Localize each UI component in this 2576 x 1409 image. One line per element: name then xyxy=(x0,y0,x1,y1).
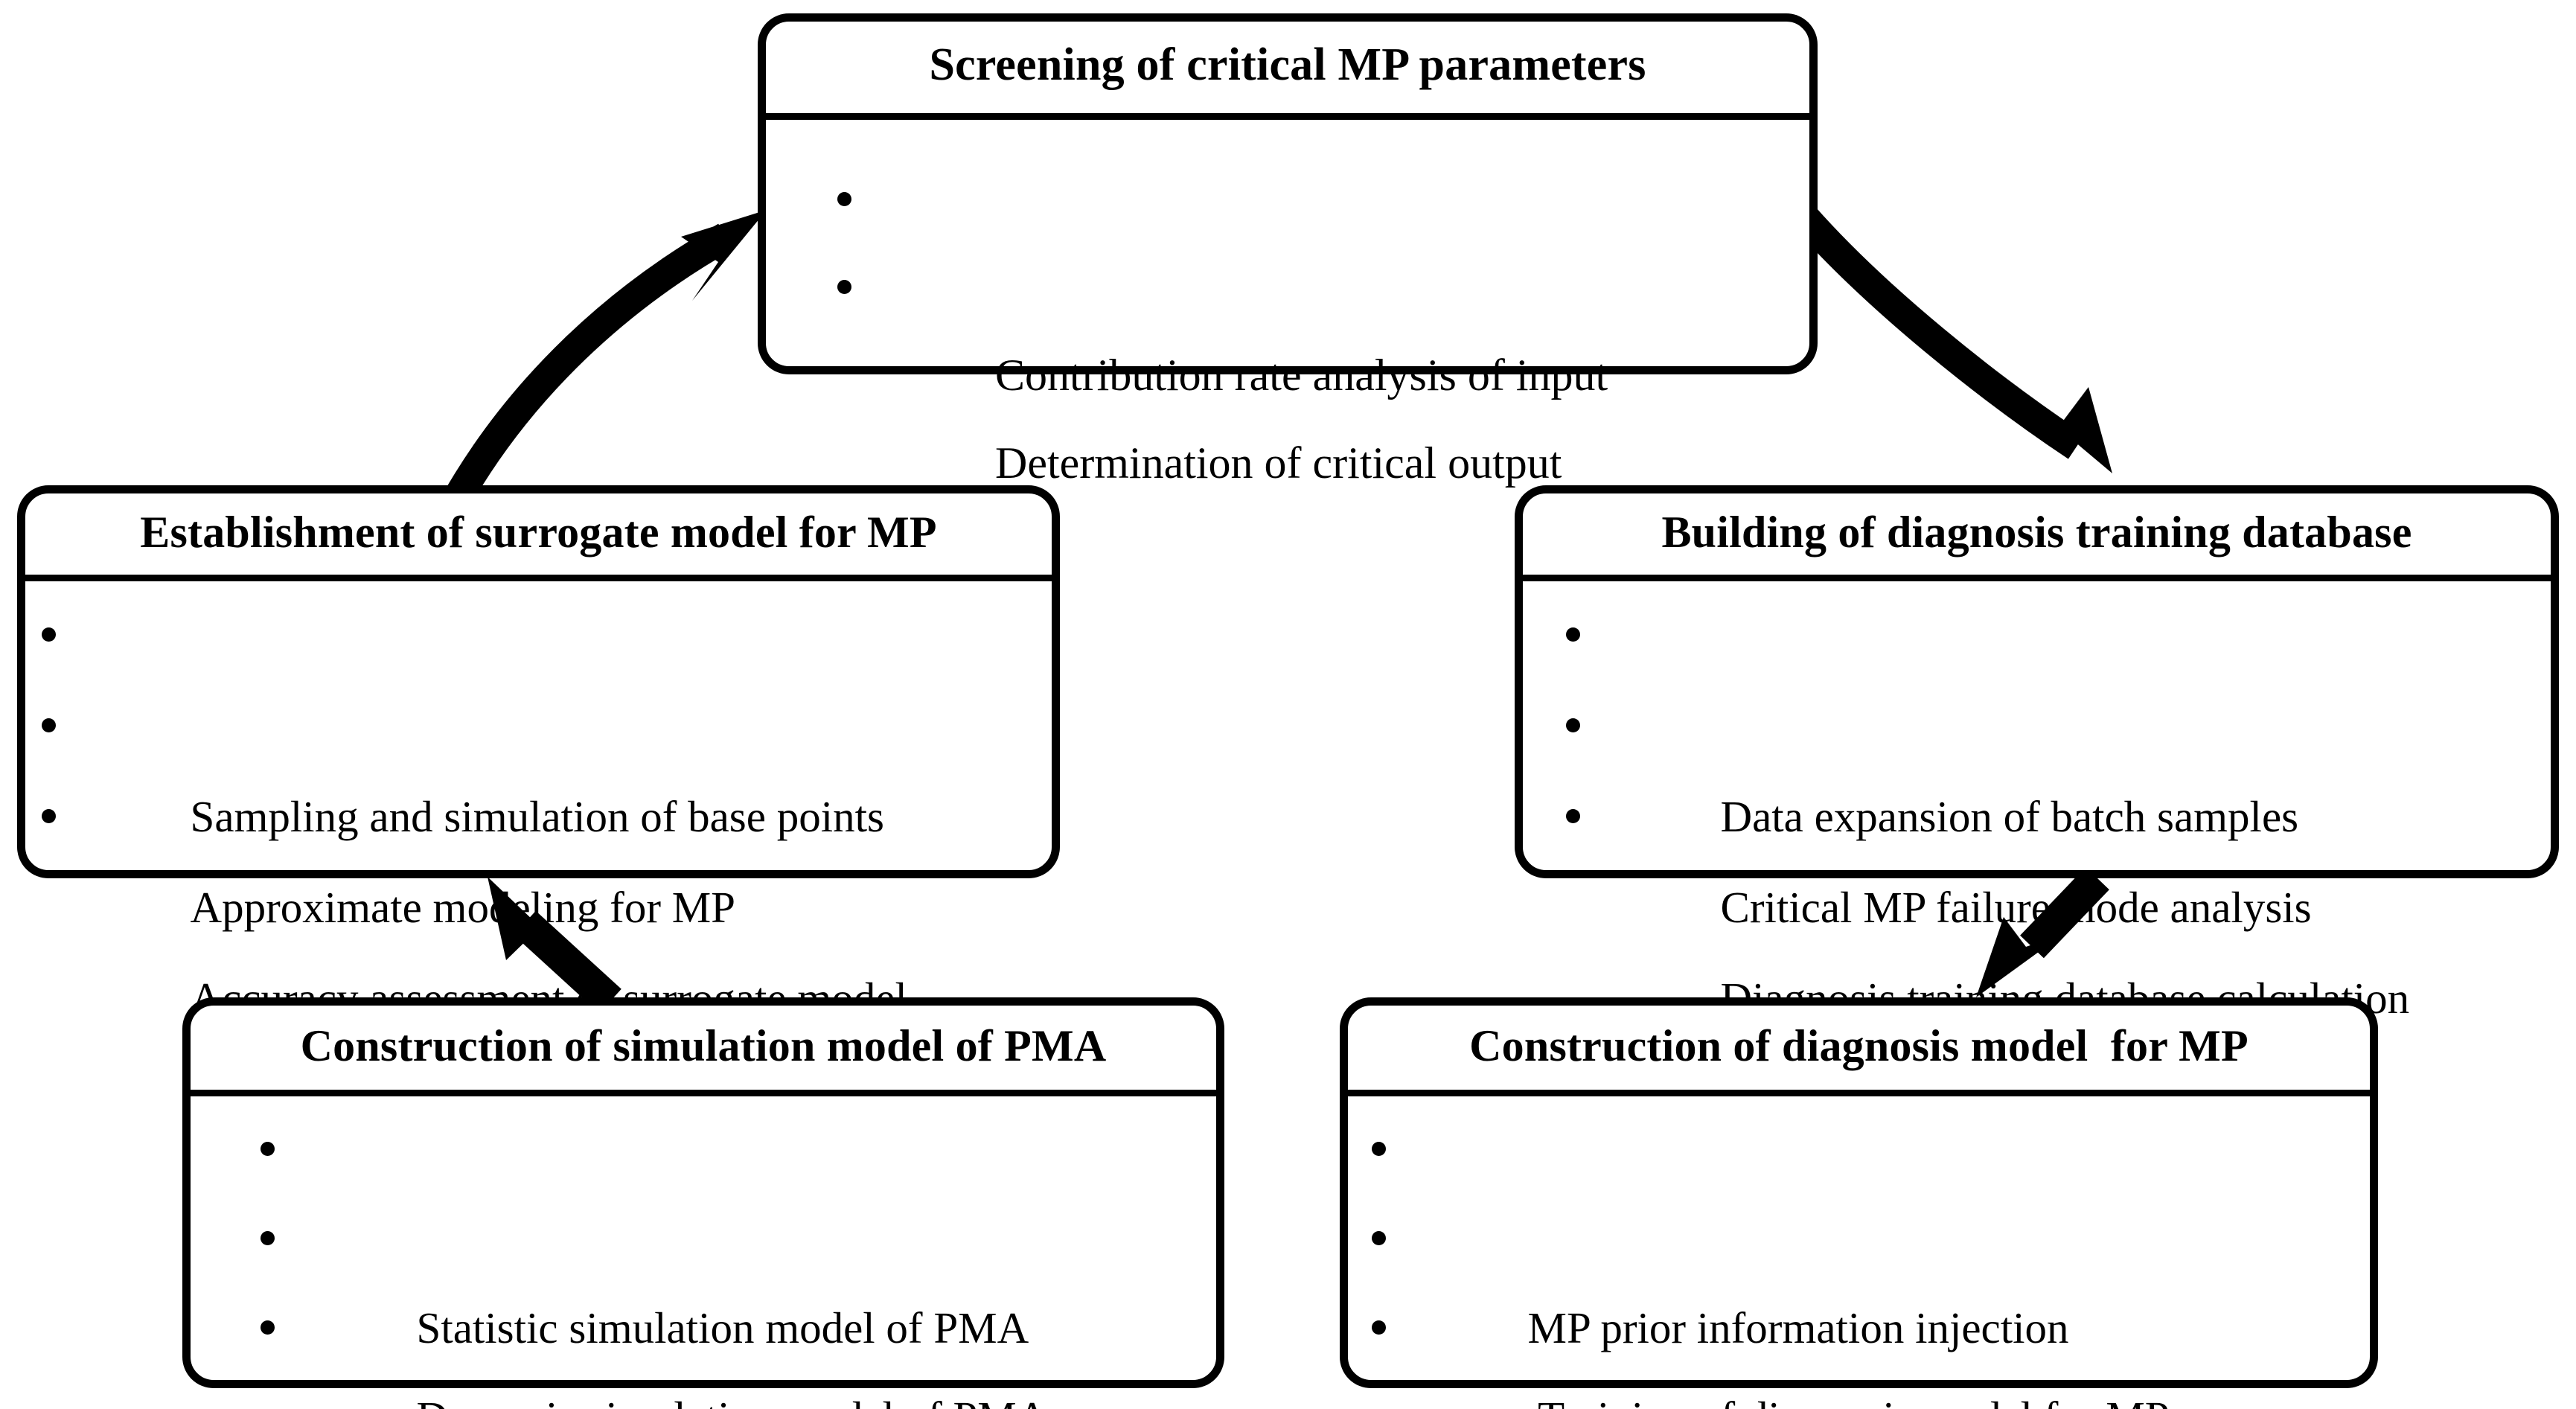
bullet-text: Training of diagnosis model for MP xyxy=(1528,1373,2169,1409)
box-body-training-database: Data expansion of batch samples Critical… xyxy=(1523,581,2551,1023)
bullet-dot-icon xyxy=(1372,1230,1386,1245)
bullet-text: MP prior information injection xyxy=(1527,1303,2069,1352)
bullet-dot-icon xyxy=(1566,809,1580,823)
bullet-dot-icon xyxy=(261,1230,275,1245)
bullet-dot-icon xyxy=(837,191,851,206)
flow-box-simulation-model[interactable]: Construction of simulation model of PMA … xyxy=(182,997,1224,1409)
list-item: Approximate modeling for MP xyxy=(42,680,1052,932)
bullet-list-simulation-model: Statistic simulation model of PMA Dynami… xyxy=(261,1105,1216,1409)
list-item: MP prior information injection xyxy=(1372,1105,2370,1352)
list-item: Statistic simulation model of PMA xyxy=(261,1105,1216,1352)
connector-surrogate-to-screening xyxy=(443,210,767,508)
bullet-dot-icon xyxy=(837,279,851,294)
bullet-text: Dynamic simulation model of PMA xyxy=(417,1373,1049,1409)
bullet-dot-icon xyxy=(1566,718,1580,732)
bullet-text: Sampling and simulation of base points xyxy=(190,792,884,841)
list-item: Contribution rate analysis of input xyxy=(837,156,1809,400)
list-item: Accuracy assessment of diagnosis model xyxy=(1372,1283,2370,1373)
box-title-simulation-model: Construction of simulation model of PMA xyxy=(191,1006,1216,1096)
list-item: Data expansion of batch samples xyxy=(1566,590,2551,841)
list-item: Training of diagnosis model for MP xyxy=(1372,1194,2370,1409)
bullet-text: Statistic simulation model of PMA xyxy=(416,1303,1029,1352)
box-title-screening: Screening of critical MP parameters xyxy=(766,22,1809,120)
list-item: Accuracy assessment of surrogate model xyxy=(42,771,1052,1023)
list-item: Critical MP failure mode analysis xyxy=(1566,680,2551,932)
bullet-text: Data expansion of batch samples xyxy=(1720,792,2299,841)
box-title-surrogate-model: Establishment of surrogate model for MP xyxy=(25,493,1052,581)
list-item: Sampling and simulation of base points xyxy=(42,590,1052,841)
bullet-dot-icon xyxy=(261,1320,275,1335)
bullet-dot-icon xyxy=(1372,1320,1386,1335)
list-item: Diagnosis training database calculation xyxy=(1566,771,2551,1023)
bullet-dot-icon xyxy=(1566,627,1580,642)
bullet-list-screening: Contribution rate analysis of input Dete… xyxy=(837,156,1809,488)
box-body-diagnosis-model: MP prior information injection Training … xyxy=(1348,1096,2370,1409)
bullet-dot-icon xyxy=(261,1141,275,1156)
box-body-surrogate-model: Sampling and simulation of base points A… xyxy=(25,581,1052,1023)
bullet-text: Critical MP failure mode analysis xyxy=(1720,883,2312,932)
flow-box-screening[interactable]: Screening of critical MP parameters Cont… xyxy=(758,13,1818,488)
bullet-text: Contribution rate analysis of input xyxy=(995,350,1608,400)
bullet-dot-icon xyxy=(1372,1141,1386,1156)
bullet-list-surrogate-model: Sampling and simulation of base points A… xyxy=(42,590,1052,1023)
box-title-training-database: Building of diagnosis training database xyxy=(1523,493,2551,581)
flow-box-diagnosis-model[interactable]: Construction of diagnosis model for MP M… xyxy=(1340,997,2378,1409)
flow-box-training-database[interactable]: Building of diagnosis training database … xyxy=(1515,485,2559,1023)
flow-box-surrogate-model[interactable]: Establishment of surrogate model for MP … xyxy=(17,485,1060,1023)
bullet-list-training-database: Data expansion of batch samples Critical… xyxy=(1566,590,2551,1023)
bullet-dot-icon xyxy=(42,718,56,732)
connector-screening-to-database xyxy=(1792,205,2112,473)
box-body-simulation-model: Statistic simulation model of PMA Dynami… xyxy=(191,1096,1216,1409)
bullet-text: Determination of critical output xyxy=(995,438,1562,488)
list-item: Dynamic simulation model of PMA xyxy=(261,1194,1216,1409)
bullet-dot-icon xyxy=(42,809,56,823)
list-item: Determination of critical output xyxy=(837,243,1809,488)
list-item: MP parameters simulation injection xyxy=(261,1283,1216,1373)
bullet-text: Approximate modeling for MP xyxy=(190,883,736,932)
box-title-diagnosis-model: Construction of diagnosis model for MP xyxy=(1348,1006,2370,1096)
bullet-dot-icon xyxy=(42,627,56,642)
bullet-list-diagnosis-model: MP prior information injection Training … xyxy=(1372,1105,2370,1409)
box-body-screening: Contribution rate analysis of input Dete… xyxy=(766,120,1809,488)
